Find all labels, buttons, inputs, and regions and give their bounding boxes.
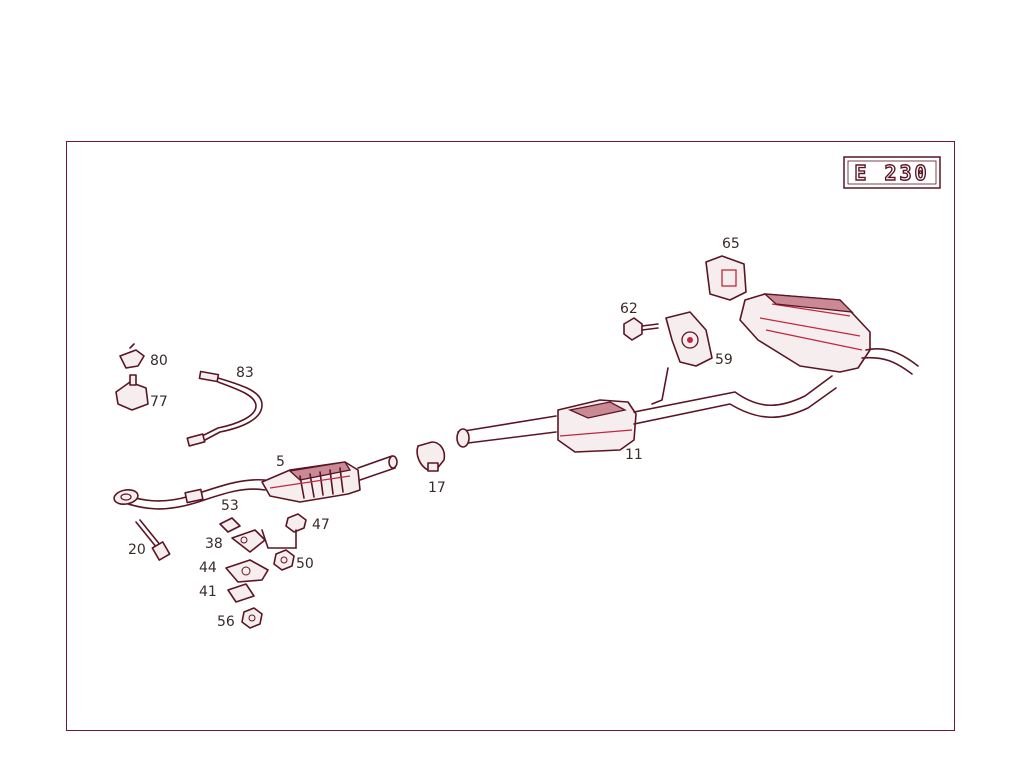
label-44: 44 bbox=[199, 560, 217, 576]
part-47-bolt[interactable] bbox=[285, 513, 307, 549]
part-38-clamp-plate[interactable] bbox=[231, 529, 266, 553]
part-53-bracket[interactable] bbox=[219, 517, 241, 533]
label-59: 59 bbox=[715, 352, 733, 368]
part-11-center-muffler[interactable] bbox=[456, 367, 837, 453]
hardware-leader-line bbox=[261, 529, 297, 549]
part-62-bolt[interactable] bbox=[623, 317, 659, 341]
label-77: 77 bbox=[150, 394, 168, 410]
model-badge-text: E 230 bbox=[854, 161, 929, 185]
part-50-nut[interactable] bbox=[273, 549, 295, 571]
part-17-clamp[interactable] bbox=[416, 441, 446, 472]
label-11: 11 bbox=[625, 447, 643, 463]
diagram-frame bbox=[66, 141, 955, 731]
label-50: 50 bbox=[296, 556, 314, 572]
part-80-clip[interactable] bbox=[119, 343, 145, 369]
label-83: 83 bbox=[236, 365, 254, 381]
model-badge: E 230 bbox=[843, 156, 941, 189]
part-5-front-pipe-catalyst[interactable] bbox=[113, 455, 398, 510]
rear-muffler[interactable] bbox=[739, 293, 919, 375]
part-77-holder[interactable] bbox=[115, 374, 149, 411]
label-53: 53 bbox=[221, 498, 239, 514]
label-65: 65 bbox=[722, 236, 740, 252]
part-65-mount[interactable] bbox=[705, 255, 747, 301]
label-80: 80 bbox=[150, 353, 168, 369]
part-56-nut[interactable] bbox=[241, 607, 263, 629]
label-17: 17 bbox=[428, 480, 446, 496]
label-47: 47 bbox=[312, 517, 330, 533]
part-20-bolt[interactable] bbox=[135, 519, 171, 561]
part-59-hanger[interactable] bbox=[665, 311, 713, 367]
label-5: 5 bbox=[276, 454, 285, 470]
label-20: 20 bbox=[128, 542, 146, 558]
part-83-oxygen-sensor[interactable] bbox=[186, 370, 263, 447]
label-56: 56 bbox=[217, 614, 235, 630]
label-62: 62 bbox=[620, 301, 638, 317]
part-41-bracket[interactable] bbox=[227, 583, 255, 603]
label-41: 41 bbox=[199, 584, 217, 600]
part-44-rubber-mount[interactable] bbox=[225, 559, 269, 583]
label-38: 38 bbox=[205, 536, 223, 552]
